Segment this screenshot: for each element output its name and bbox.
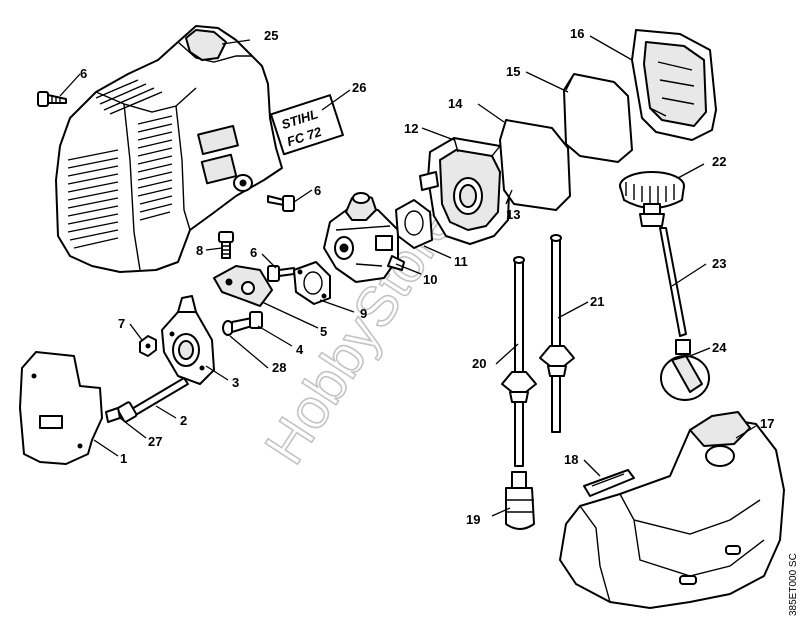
part-16-filter-cover (631, 29, 717, 141)
callout-10: 10 (423, 272, 437, 287)
document-number: 385ET000 SC (788, 553, 799, 616)
callout-20: 20 (472, 356, 486, 371)
leader-lines (59, 35, 757, 517)
part-2-screw (116, 377, 189, 423)
part-21-fuel-hose (539, 234, 575, 433)
callout-8: 8 (196, 243, 203, 258)
callout-12: 12 (404, 121, 418, 136)
callout-2: 2 (180, 413, 187, 428)
part-3-flange (161, 295, 215, 385)
part-25-engine-shroud (55, 25, 283, 273)
callout-4: 4 (296, 342, 304, 357)
part-20-fuel-hose (501, 256, 537, 467)
callout-6a: 6 (80, 66, 87, 81)
callout-1: 1 (120, 451, 127, 466)
callout-27: 27 (148, 434, 162, 449)
part-26-decal: STIHL FC 72 (269, 94, 344, 156)
part-8-screw (218, 231, 234, 259)
callout-5: 5 (320, 324, 327, 339)
callout-3: 3 (232, 375, 239, 390)
callout-19: 19 (466, 512, 480, 527)
callout-26: 26 (352, 80, 366, 95)
part-24-pickup-body (660, 339, 710, 401)
callout-numbers: 1 2 3 4 5 6 6 6 7 8 9 10 11 12 13 14 15 … (80, 26, 774, 527)
part-22-fuel-cap (619, 171, 685, 227)
callout-7: 7 (118, 316, 125, 331)
callout-22: 22 (712, 154, 726, 169)
callout-23: 23 (712, 256, 726, 271)
callout-21: 21 (590, 294, 604, 309)
part-1-heat-shield (19, 351, 103, 465)
callout-18: 18 (564, 452, 578, 467)
callout-9: 9 (360, 306, 367, 321)
part-6-screw-right (267, 195, 295, 212)
part-14-filter-pad (499, 119, 571, 211)
part-27-spacer (105, 407, 121, 423)
part-5-bracket (213, 265, 273, 307)
part-11-gasket (395, 199, 433, 249)
callout-25: 25 (264, 28, 278, 43)
part-19-fuel-filter (505, 471, 535, 530)
part-18-grommet (583, 469, 635, 497)
callout-13: 13 (506, 207, 520, 222)
part-7-nut (139, 335, 157, 357)
part-4-screw (231, 311, 263, 333)
callout-28: 28 (272, 360, 286, 375)
part-9-gasket (293, 261, 331, 305)
callout-16: 16 (570, 26, 584, 41)
part-12-filter-base (419, 137, 511, 245)
part-15-filter (563, 73, 633, 163)
part-23-pickup-line (659, 227, 687, 337)
callout-11: 11 (454, 254, 468, 269)
callout-17: 17 (760, 416, 774, 431)
callout-24: 24 (712, 340, 727, 355)
part-17-fuel-tank (559, 411, 785, 609)
callout-14: 14 (448, 96, 463, 111)
callout-6c: 6 (250, 245, 257, 260)
callout-6b: 6 (314, 183, 321, 198)
part-6-screw-lower (267, 265, 295, 282)
part-10-carburetor (323, 192, 405, 283)
part-6-screw-top (37, 91, 67, 107)
callout-15: 15 (506, 64, 520, 79)
